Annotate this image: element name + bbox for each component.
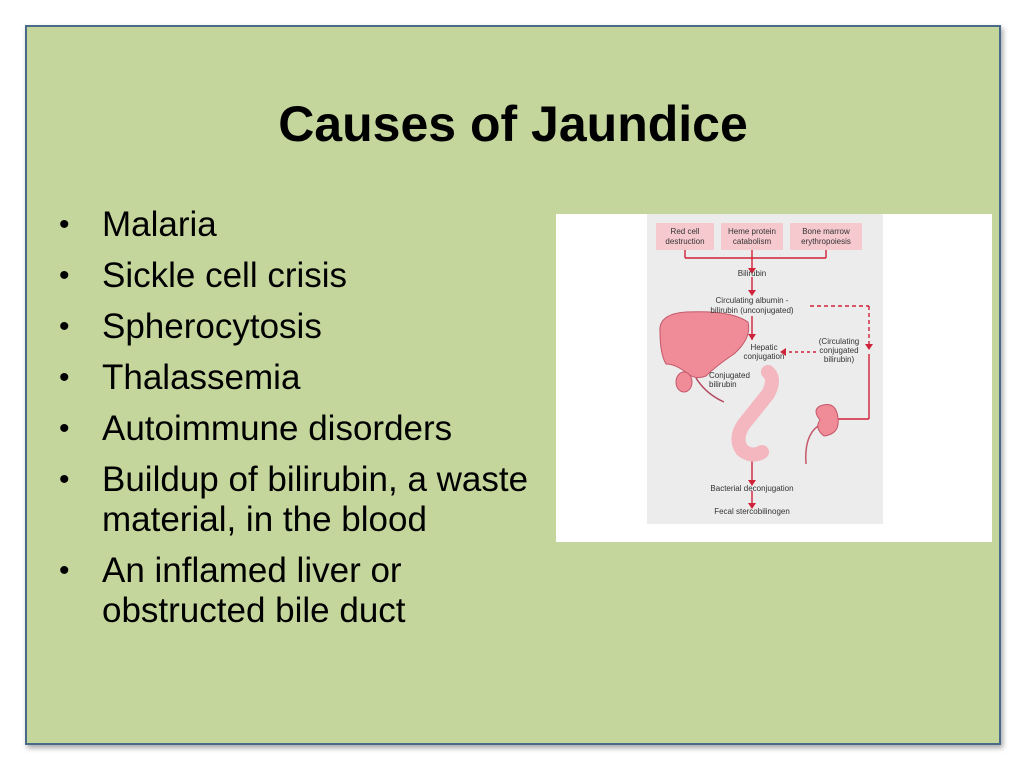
source-box bbox=[656, 223, 714, 250]
slide: Causes of Jaundice •Malaria •Sickle cell… bbox=[25, 25, 1001, 745]
hepatic-label: Hepatic bbox=[750, 343, 777, 352]
source-box bbox=[721, 223, 783, 250]
flow-arrows bbox=[684, 250, 870, 503]
intestine-illustration bbox=[731, 365, 779, 462]
kidney-illustration bbox=[815, 404, 839, 437]
bullet-list: •Malaria •Sickle cell crisis •Spherocyto… bbox=[57, 205, 537, 642]
bilirubin-label: Bilirubin bbox=[738, 269, 766, 278]
fecal-label: Fecal stercobilinogen bbox=[714, 507, 790, 516]
circulating-conjugated-label: (Circulating bbox=[819, 337, 859, 346]
circulating-conjugated-label: bilirubin) bbox=[824, 355, 855, 364]
source-label: catabolism bbox=[733, 237, 772, 246]
bullet-item: •Sickle cell crisis bbox=[59, 256, 348, 295]
source-label: Heme protein bbox=[728, 227, 776, 236]
circulating-label: Circulating albumin - bbox=[716, 296, 789, 305]
bullet-item: •Autoimmune disorders bbox=[59, 409, 453, 448]
source-box bbox=[790, 223, 862, 250]
source-label: destruction bbox=[665, 237, 704, 246]
circulating-conjugated-label: conjugated bbox=[819, 346, 858, 355]
gallbladder-illustration bbox=[675, 371, 693, 393]
source-label: erythropoiesis bbox=[801, 237, 851, 246]
slide-title: Causes of Jaundice bbox=[278, 96, 748, 152]
liver-illustration bbox=[659, 311, 750, 379]
conjugated-label: Conjugated bbox=[709, 371, 750, 380]
bilirubin-diagram-svg: Red cell destruction Heme protein catabo… bbox=[647, 214, 883, 524]
bilirubin-diagram: Red cell destruction Heme protein catabo… bbox=[556, 214, 992, 542]
source-label: Bone marrow bbox=[802, 227, 850, 236]
bullet-item: •Spherocytosis bbox=[59, 307, 322, 346]
bullet-item: •Malaria bbox=[59, 205, 217, 244]
bullet-item: •Buildup of bilirubin, a waste material,… bbox=[59, 460, 529, 539]
source-label: Red cell bbox=[671, 227, 700, 236]
hepatic-label: conjugation bbox=[744, 352, 785, 361]
bullet-item: •An inflamed liver or obstructed bile du… bbox=[59, 551, 406, 630]
bullet-item: •Thalassemia bbox=[59, 358, 301, 397]
conjugated-label: bilirubin bbox=[709, 380, 737, 389]
bacterial-label: Bacterial deconjugation bbox=[710, 484, 793, 493]
circulating-label: bilirubin (unconjugated) bbox=[710, 306, 794, 315]
